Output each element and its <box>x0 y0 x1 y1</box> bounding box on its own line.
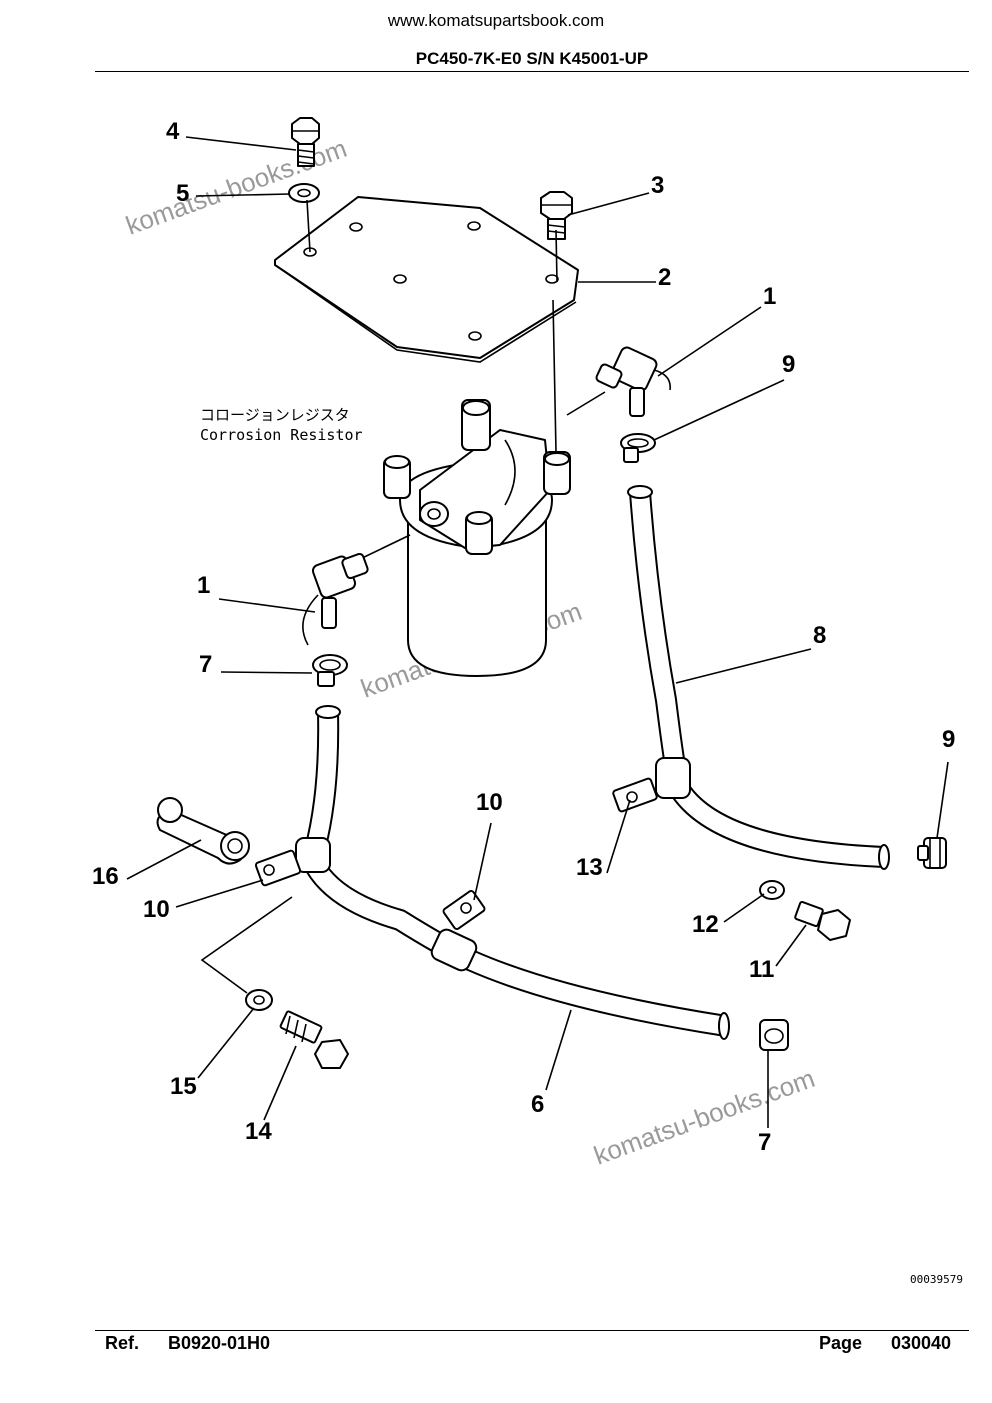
footer-rule <box>95 1330 969 1331</box>
corrosion-resistor <box>383 399 571 677</box>
mounting-plate <box>274 196 579 363</box>
callout-1-upper: 1 <box>763 283 776 310</box>
callout-16: 16 <box>92 863 119 890</box>
hose-clamp-7-right <box>759 1019 789 1051</box>
clip-13 <box>612 777 658 813</box>
leader-connections <box>200 199 606 994</box>
callout-2: 2 <box>658 264 671 291</box>
header-rule <box>95 71 969 72</box>
drawing-number: 00039579 <box>910 1273 963 1286</box>
bolt-3 <box>540 191 573 240</box>
callout-7-left: 7 <box>199 651 212 678</box>
callout-10-middle: 10 <box>476 789 503 816</box>
washer-15 <box>245 989 273 1011</box>
hose-6 <box>295 705 730 1040</box>
ref-value: B0920-01H0 <box>168 1333 271 1353</box>
washer-5 <box>288 183 320 203</box>
page-value: 030040 <box>891 1333 952 1353</box>
callout-4: 4 <box>166 118 180 145</box>
callout-3: 3 <box>651 172 664 199</box>
hose-8 <box>627 485 890 870</box>
elbow-fitting-1-upper <box>595 346 671 417</box>
callouts: 4 5 3 2 1 9 1 7 8 9 10 16 10 13 12 11 15… <box>92 118 955 1156</box>
clip-10-left <box>254 849 302 887</box>
site-url[interactable]: www.komatsupartsbook.com <box>387 11 605 30</box>
clip-10-middle <box>442 890 486 930</box>
callout-8: 8 <box>813 622 826 649</box>
callout-9-right: 9 <box>942 726 955 753</box>
callout-12: 12 <box>692 911 719 938</box>
watermark-3: komatsu-books.com <box>590 1063 819 1171</box>
callout-7-right: 7 <box>758 1129 771 1156</box>
callout-11: 11 <box>749 956 774 983</box>
bolt-4 <box>291 117 320 167</box>
callout-6: 6 <box>531 1091 544 1118</box>
hose-clamp-7-left <box>312 654 348 687</box>
bolt-14 <box>279 1010 349 1069</box>
model-serial-title: PC450-7K-E0 S/N K45001-UP <box>415 49 649 68</box>
washer-12 <box>759 880 785 900</box>
spacer-16 <box>156 797 250 865</box>
callout-9-upper: 9 <box>782 351 795 378</box>
page-label: Page <box>819 1333 863 1353</box>
hose-clamp-9-right <box>917 837 947 869</box>
caption-en: Corrosion Resistor <box>200 426 363 444</box>
callout-10-left: 10 <box>143 896 170 923</box>
elbow-fitting-1-lower <box>302 552 369 646</box>
ref-label: Ref. <box>105 1333 140 1353</box>
callout-14: 14 <box>245 1118 272 1145</box>
caption-jp: コロージョンレジスタ <box>200 406 350 424</box>
bolt-11 <box>794 901 851 941</box>
callout-1-lower: 1 <box>197 572 210 599</box>
callout-15: 15 <box>170 1073 197 1100</box>
hose-clamp-9-upper <box>620 433 656 463</box>
callout-13: 13 <box>576 854 603 881</box>
leader-lines <box>126 136 949 1128</box>
callout-5: 5 <box>176 180 189 207</box>
